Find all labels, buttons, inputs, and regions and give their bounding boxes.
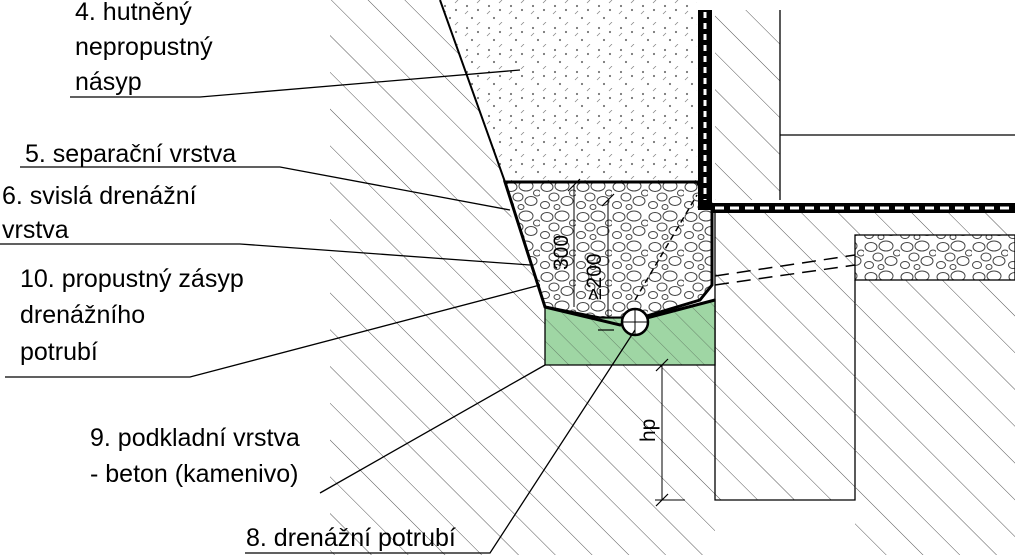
- labels: 4. hutněný nepropustný násyp 5. separačn…: [2, 0, 456, 552]
- leader-5: [20, 166, 511, 211]
- wall-structure: [714, 10, 1015, 555]
- label-8: 8. drenážní potrubí: [246, 524, 456, 552]
- label-10-line1: 10. propustný zásyp: [20, 265, 244, 293]
- dim-min-200: ≥200: [583, 253, 606, 300]
- label-10-line3: potrubí: [20, 338, 98, 366]
- label-4-line1: 4. hutněný: [75, 0, 192, 26]
- label-6-line2: vrstva: [2, 216, 69, 244]
- label-4-line3: násyp: [75, 68, 142, 96]
- leader-lines: [0, 69, 636, 554]
- label-4-line2: nepropustný: [75, 33, 213, 61]
- label-5: 5. separační vrstva: [25, 140, 236, 168]
- label-6-line1: 6. svislá drenážní: [2, 182, 197, 210]
- leader-10: [5, 284, 541, 378]
- label-9-line2: - beton (kamenivo): [90, 460, 298, 488]
- dim-hp: hp: [637, 419, 660, 442]
- label-10-line2: drenážního: [20, 301, 145, 329]
- compacted-fill-area: [440, 0, 697, 180]
- leader-9: [319, 364, 546, 494]
- leader-8: [245, 329, 636, 554]
- slope-dashed-lines: [634, 194, 856, 301]
- drainage-pipe: [620, 307, 650, 337]
- label-9-line1: 9. podkladní vrstva: [90, 424, 300, 452]
- dimension-lines: [567, 178, 685, 507]
- leader-4: [70, 69, 521, 98]
- dim-300: 300: [550, 235, 573, 270]
- leader-6: [0, 243, 531, 266]
- waterproofing-membrane: [698, 10, 1015, 213]
- separation-layer-line: [439, 0, 546, 308]
